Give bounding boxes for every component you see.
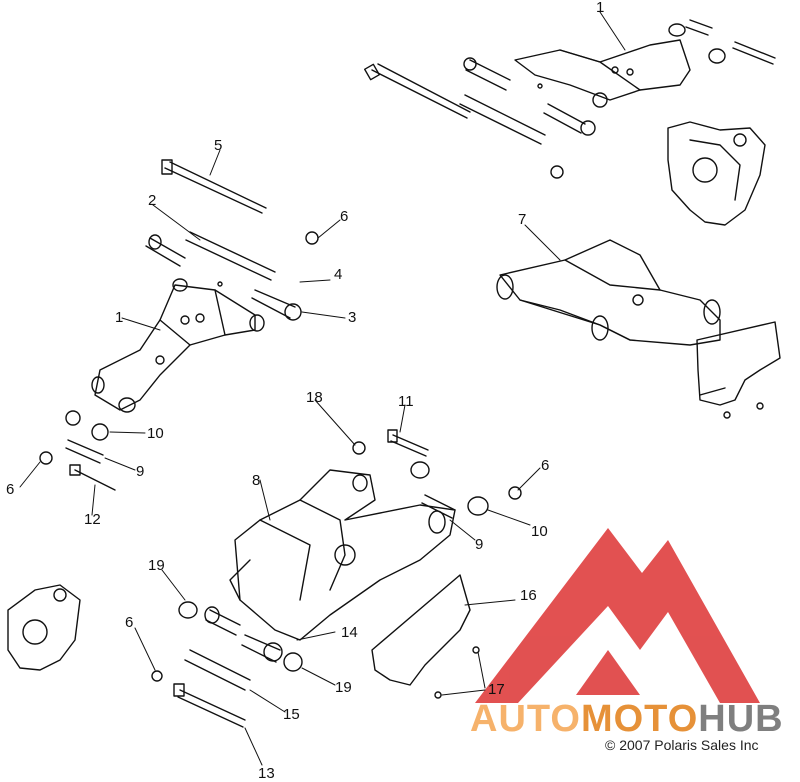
callout-13: 13	[258, 765, 275, 782]
callout-11: 11	[398, 393, 414, 410]
callout-1: 1	[115, 309, 124, 326]
watermark-hub: HUB	[698, 698, 784, 740]
bolt-5	[161, 159, 267, 214]
upper-control-arm-left	[91, 278, 265, 413]
watermark-moto: MOTO	[580, 698, 699, 740]
copyright-text: © 2007 Polaris Sales Inc	[605, 737, 759, 753]
sleeve-left-upper	[145, 231, 319, 321]
callout-16: 16	[520, 587, 537, 604]
watermark-auto: AUTO	[470, 698, 581, 740]
callout-12: 12	[84, 511, 101, 528]
callout-5: 5	[214, 137, 223, 154]
lower-control-arm-right	[496, 239, 721, 346]
callout-15: 15	[283, 706, 300, 723]
watermark-logo-text: AUTOMOTOHUB	[470, 700, 784, 738]
callout-19: 19	[335, 679, 352, 696]
callout-3: 3	[348, 309, 357, 326]
callout-7: 7	[518, 211, 527, 228]
upper-control-arm-top	[514, 23, 726, 108]
callout-4: 4	[334, 266, 343, 283]
callout-10: 10	[531, 523, 548, 540]
callout-6: 6	[541, 457, 550, 474]
shaft-2	[185, 231, 276, 281]
callout-17: 17	[488, 681, 505, 698]
callout-18: 18	[306, 389, 323, 406]
callout-19: 19	[148, 557, 165, 574]
wheel-hub-knuckle-left	[7, 584, 81, 671]
skid-plate-right	[696, 321, 781, 419]
watermark-triangle-logo	[475, 528, 760, 703]
callout-6: 6	[125, 614, 134, 631]
sleeves-upper	[459, 19, 776, 179]
callout-9: 9	[136, 463, 145, 480]
lower-left-parts	[151, 601, 303, 728]
long-bolt-upper	[363, 63, 471, 119]
leader-lines	[19, 11, 626, 766]
callout-9: 9	[475, 536, 484, 553]
skid-plate-16	[371, 574, 480, 699]
wheel-hub-knuckle-right	[667, 121, 766, 226]
callout-6: 6	[6, 481, 15, 498]
bushings-swing	[410, 461, 522, 519]
callout-2: 2	[148, 192, 157, 209]
callout-10: 10	[147, 425, 164, 442]
callout-14: 14	[341, 624, 358, 641]
callout-8: 8	[252, 472, 261, 489]
callout-6: 6	[340, 208, 349, 225]
bushings-left	[39, 410, 116, 491]
callout-1: 1	[596, 0, 605, 16]
bolt-11	[352, 429, 429, 457]
